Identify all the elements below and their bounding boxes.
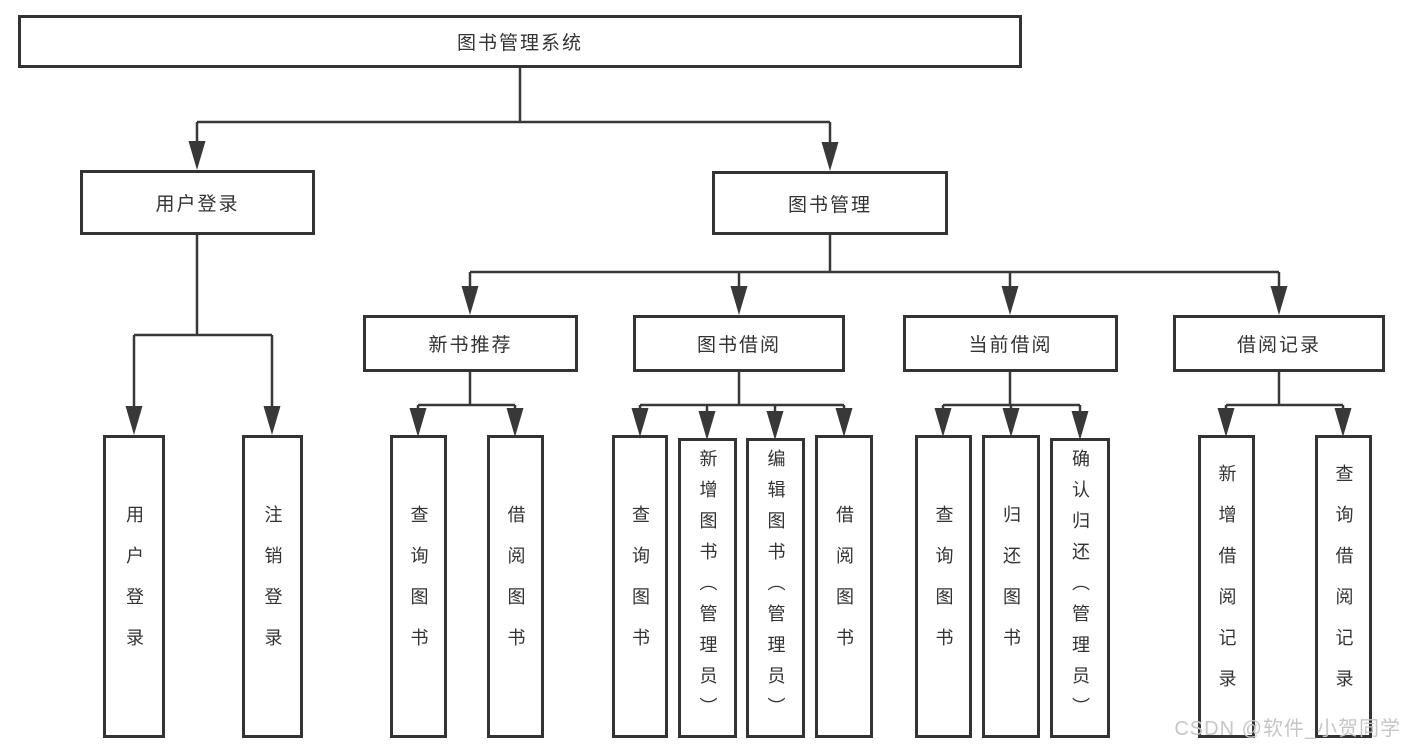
leaf-records-query-record: 查询借阅记录 [1315, 435, 1372, 738]
leaf-borrow-query-books: 查询图书 [612, 435, 668, 738]
leaf-borrow-borrow-books: 借阅图书 [815, 435, 873, 738]
node-book-management: 图书管理 [712, 171, 948, 235]
node-current-borrow: 当前借阅 [903, 315, 1118, 372]
leaf-logout: 注销登录 [242, 435, 303, 738]
leaf-user-login: 用户登录 [103, 435, 165, 738]
node-borrow-records: 借阅记录 [1173, 315, 1385, 372]
leaf-current-query-books: 查询图书 [915, 435, 972, 738]
leaf-borrow-add-books-admin: 新增图书（管理员） [678, 438, 737, 738]
leaf-current-confirm-return-admin: 确认归还（管理员） [1050, 438, 1110, 738]
node-user-login: 用户登录 [80, 170, 315, 235]
leaf-records-add-record: 新增借阅记录 [1198, 435, 1255, 738]
arrowheads [125, 141, 1352, 440]
node-new-book-recommend: 新书推荐 [363, 315, 578, 372]
watermark: CSDN @软件_小贺同学 [1174, 718, 1401, 740]
node-root: 图书管理系统 [18, 15, 1022, 68]
leaf-current-return-books: 归还图书 [982, 435, 1040, 738]
leaf-recommend-query-books: 查询图书 [390, 435, 447, 738]
leaf-recommend-borrow-books: 借阅图书 [487, 435, 544, 738]
leaf-borrow-edit-books-admin: 编辑图书（管理员） [746, 438, 805, 738]
node-book-borrow: 图书借阅 [633, 315, 845, 372]
